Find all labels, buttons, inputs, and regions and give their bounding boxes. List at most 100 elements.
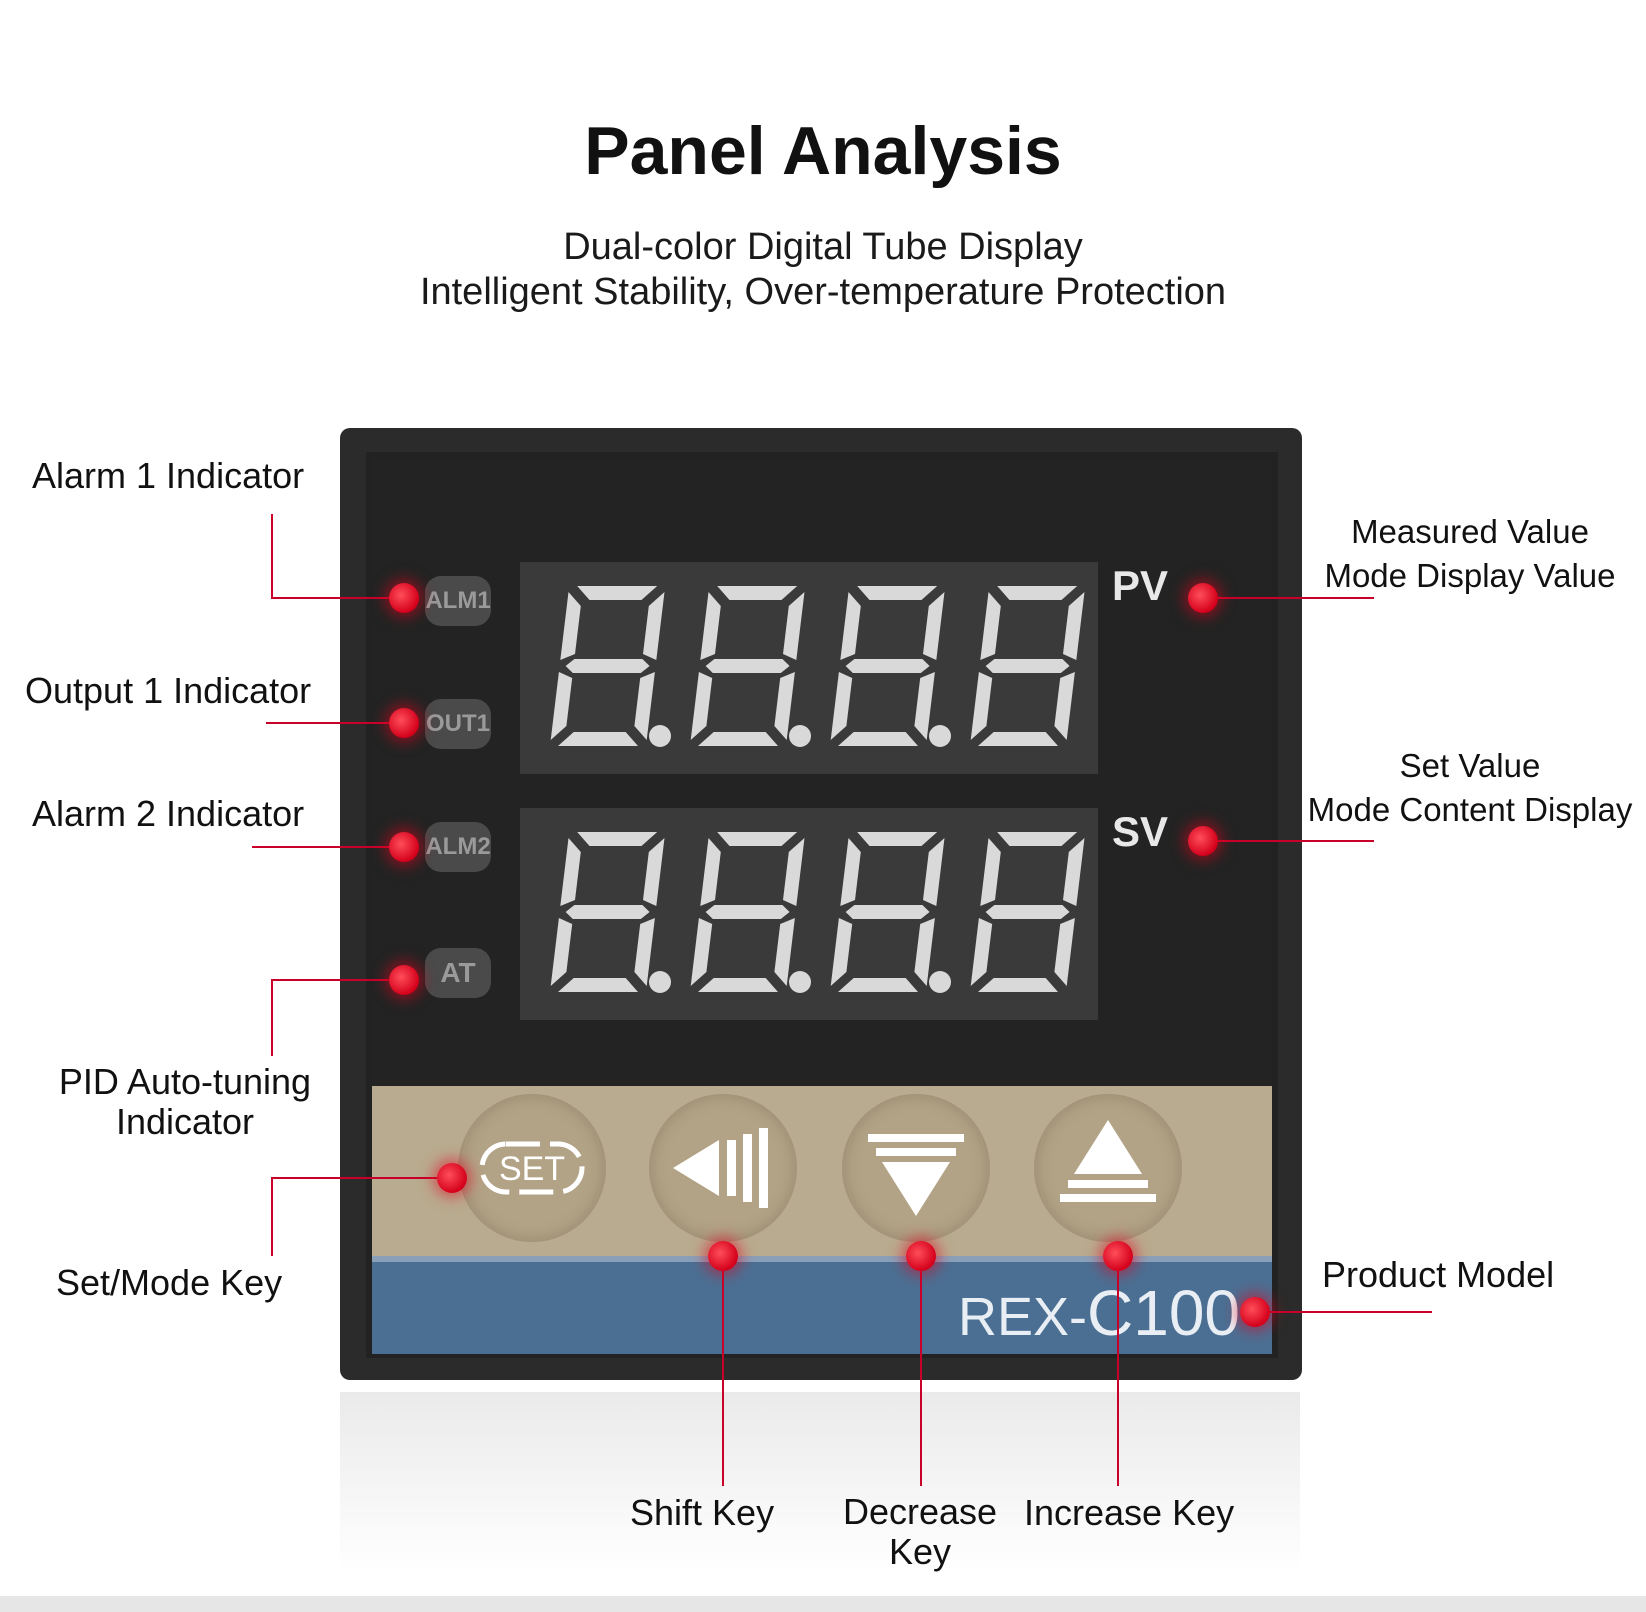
- pv-digit-0-seg-f: [560, 592, 581, 660]
- label-pid: PID Auto-tuning Indicator: [40, 1062, 330, 1142]
- pv-digit-1-seg-f: [700, 592, 721, 660]
- increase-up-icon: [1060, 1120, 1156, 1202]
- pv-digit-3-seg-d: [978, 732, 1058, 746]
- decrease-down-icon: [868, 1134, 964, 1216]
- sv-digit-3-seg-e: [970, 918, 993, 986]
- set-mode-key[interactable]: SET: [458, 1094, 606, 1242]
- pv-digit-2-seg-g: [845, 659, 930, 673]
- alm1-indicator: ALM1: [425, 576, 491, 626]
- sv-label: SV: [1112, 808, 1169, 855]
- set-key-marker: [437, 1163, 467, 1193]
- model-bar: [372, 1262, 1272, 1354]
- label-output1: Output 1 Indicator: [25, 670, 312, 711]
- pv-digit-2-seg-e: [830, 672, 853, 740]
- label-measured: Measured Value Mode Display Value: [1300, 510, 1640, 598]
- pv-decimal-point-1: [789, 725, 811, 747]
- increase-key[interactable]: [1034, 1094, 1182, 1242]
- sv-digit-3-seg-a: [997, 832, 1078, 846]
- label-product-model: Product Model: [1322, 1254, 1555, 1295]
- sv-digit-3-seg-d: [978, 978, 1058, 992]
- model-marker: [1240, 1297, 1270, 1327]
- sv-digit-1-seg-g: [705, 905, 790, 919]
- sv-digit-1-seg-f: [700, 838, 721, 906]
- pv-digit-2-seg-f: [840, 592, 861, 660]
- label-shift-key: Shift Key: [630, 1492, 775, 1533]
- sv-digit-1-seg-c: [774, 918, 795, 986]
- decrease-key-marker: [906, 1241, 936, 1271]
- decrease-key[interactable]: [842, 1094, 990, 1242]
- pv-digits: [550, 586, 1085, 747]
- label-alarm1: Alarm 1 Indicator: [32, 455, 305, 496]
- pv-digit-3-seg-a: [997, 586, 1078, 600]
- set-key-label: SET: [499, 1150, 565, 1188]
- sv-digit-3-seg-f: [980, 838, 1001, 906]
- alm2-indicator: ALM2: [425, 822, 491, 872]
- shift-left-icon: [673, 1128, 768, 1208]
- pv-decimal-point-2: [929, 725, 951, 747]
- pv-digit-1-seg-c: [774, 672, 795, 740]
- label-pid-line1: PID Auto-tuning: [58, 1061, 312, 1102]
- pv-digit-0-seg-a: [577, 586, 658, 600]
- label-increase-key: Increase Key: [1024, 1492, 1235, 1533]
- pv-label: PV: [1112, 562, 1169, 609]
- sv-digit-2-seg-e: [830, 918, 853, 986]
- sv-marker: [1188, 826, 1218, 856]
- pv-digit-3-seg-f: [980, 592, 1001, 660]
- label-decrease: Decrease Key: [820, 1492, 1020, 1572]
- out1-marker: [389, 708, 419, 738]
- product-model-text: REX-C100: [958, 1276, 1240, 1350]
- sv-digit-0-seg-a: [577, 832, 658, 846]
- sv-decimal-point-0: [649, 971, 671, 993]
- subtitle-line-1: Dual-color Digital Tube Display: [563, 226, 1083, 268]
- pv-decimal-point-0: [649, 725, 671, 747]
- sv-digit-3-seg-g: [985, 905, 1070, 919]
- pv-digit-3-seg-b: [1063, 592, 1085, 660]
- model-bar-edge: [372, 1256, 1272, 1262]
- pv-digit-0-seg-c: [634, 672, 655, 740]
- sv-display: [520, 808, 1098, 1020]
- sv-digit-1-seg-a: [717, 832, 798, 846]
- model-prefix: REX-: [958, 1287, 1088, 1347]
- sv-digit-3-seg-b: [1063, 838, 1085, 906]
- label-alarm2: Alarm 2 Indicator: [32, 793, 305, 834]
- alm2-marker: [389, 832, 419, 862]
- sv-digit-0-seg-c: [634, 918, 655, 986]
- label-measured-line1: Measured Value: [1351, 513, 1589, 550]
- at-marker: [389, 965, 419, 995]
- sv-digit-0-seg-f: [560, 838, 581, 906]
- model-suffix: C100: [1087, 1277, 1241, 1349]
- label-set-value: Set Value Mode Content Display: [1300, 744, 1640, 832]
- pv-digit-2-seg-a: [857, 586, 938, 600]
- set-key-outline-icon: SET: [479, 1141, 585, 1195]
- sv-digit-1-seg-b: [783, 838, 805, 906]
- sv-digit-1-seg-d: [698, 978, 778, 992]
- pv-digit-2-seg-b: [923, 592, 945, 660]
- sv-digit-2-seg-d: [838, 978, 918, 992]
- sv-decimal-point-1: [789, 971, 811, 993]
- label-pid-line2: Indicator: [115, 1101, 255, 1142]
- pv-digit-1-seg-d: [698, 732, 778, 746]
- sv-digit-0-seg-g: [565, 905, 650, 919]
- pv-digit-1-seg-g: [705, 659, 790, 673]
- label-decrease-line1: Decrease: [842, 1491, 998, 1532]
- increase-key-marker: [1103, 1241, 1133, 1271]
- sv-decimal-point-2: [929, 971, 951, 993]
- device-shadow: [340, 1392, 1300, 1572]
- sv-digit-0-seg-e: [550, 918, 573, 986]
- sv-digit-2-seg-c: [914, 918, 935, 986]
- sv-digit-0-seg-d: [558, 978, 638, 992]
- pv-digit-2-seg-c: [914, 672, 935, 740]
- shift-key[interactable]: [649, 1094, 797, 1242]
- pv-digit-1-seg-a: [717, 586, 798, 600]
- pv-digit-1-seg-e: [690, 672, 713, 740]
- label-set-mode: Set/Mode Key: [56, 1262, 283, 1303]
- pv-digit-3-seg-g: [985, 659, 1070, 673]
- pv-digit-0-seg-b: [643, 592, 665, 660]
- sv-digits: [550, 832, 1085, 993]
- at-indicator: AT: [425, 948, 491, 998]
- shift-key-marker: [708, 1241, 738, 1271]
- sv-digit-3-seg-c: [1054, 918, 1075, 986]
- label-decrease-line2: Key: [888, 1531, 952, 1572]
- pv-digit-0-seg-g: [565, 659, 650, 673]
- sv-digit-2-seg-a: [857, 832, 938, 846]
